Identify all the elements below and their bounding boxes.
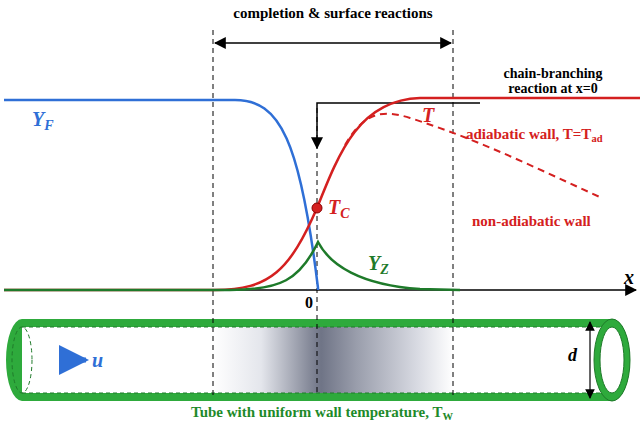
crossover-label: TC <box>328 196 350 222</box>
non-adiabatic-curve <box>345 114 602 198</box>
temperature-label: T <box>422 104 434 126</box>
velocity-label: u <box>92 349 103 371</box>
leader-arrow <box>317 103 480 148</box>
radical-label: YZ <box>368 252 389 278</box>
crossover-point <box>312 203 322 213</box>
range-label: completion & surface reactions <box>233 5 432 22</box>
curve-label: non-adiabatic wall <box>472 213 591 230</box>
fuel-label: YF <box>32 108 54 134</box>
callout-label: chain-branching reaction at x=0 <box>483 66 623 97</box>
temperature-curve <box>4 98 640 290</box>
tube <box>6 319 630 401</box>
diameter-label: d <box>568 346 577 366</box>
bracket-arrow <box>215 42 451 44</box>
guide-lines <box>213 30 453 395</box>
radical-curve <box>4 242 460 290</box>
origin-label: 0 <box>305 294 313 312</box>
curve-label: adiabatic wall, T=Tad <box>466 126 602 145</box>
axis-label: x <box>624 266 634 288</box>
fuel-curve <box>4 100 318 290</box>
caption-label: Tube with uniform wall temperature, TW <box>191 404 453 423</box>
